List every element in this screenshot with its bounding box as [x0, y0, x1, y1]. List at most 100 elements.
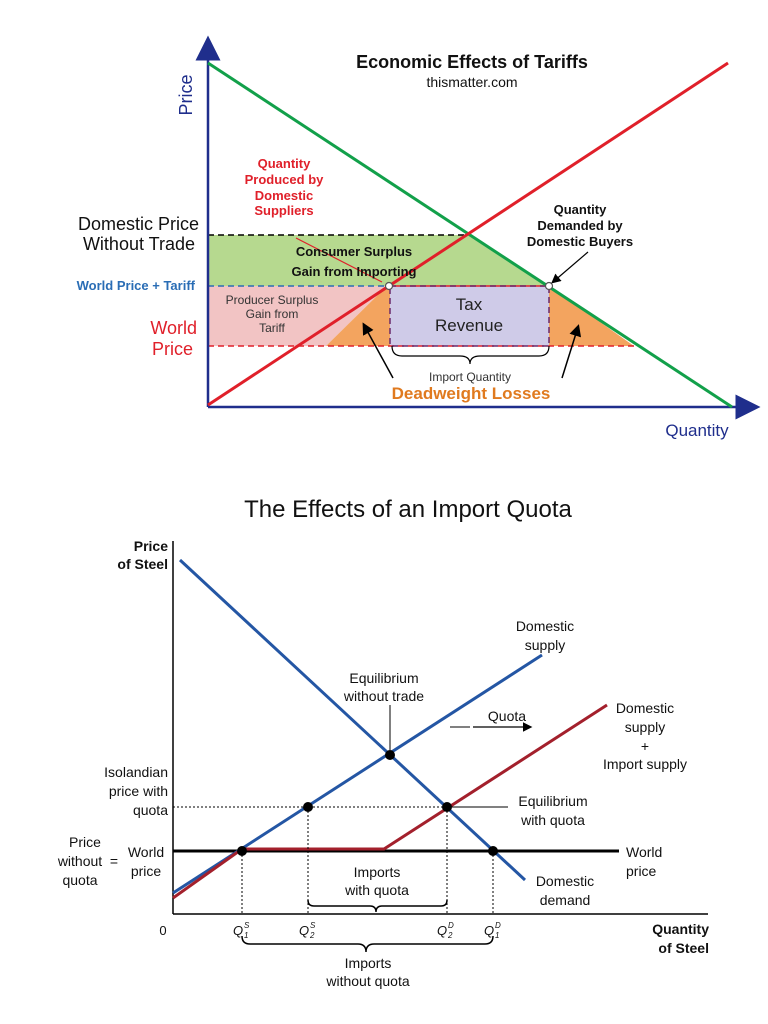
- svg-text:without quota: without quota: [325, 973, 409, 989]
- svg-text:Tax: Tax: [456, 295, 483, 314]
- svg-text:Gain from: Gain from: [246, 307, 299, 321]
- producer-surplus-area: [208, 286, 387, 346]
- svg-text:of Steel: of Steel: [117, 556, 168, 572]
- domestic-demand-label: Domestic demand: [536, 873, 594, 908]
- svg-text:Produced by: Produced by: [245, 172, 325, 187]
- eq-with-quota-label: Equilibrium with quota: [518, 793, 587, 828]
- svg-text:Domestic: Domestic: [516, 618, 574, 634]
- svg-text:Price: Price: [134, 538, 168, 554]
- quota-x-label: Quantity of Steel: [652, 921, 709, 956]
- svg-text:Isolandian: Isolandian: [104, 764, 168, 780]
- svg-text:Q: Q: [299, 923, 309, 938]
- svg-text:Q: Q: [233, 923, 243, 938]
- qty-domestic-suppliers-label: Quantity Produced by Domestic Suppliers: [245, 156, 325, 218]
- svg-text:1: 1: [495, 931, 499, 940]
- svg-text:Quantity: Quantity: [554, 202, 607, 217]
- q1d-label: Q D 1: [484, 921, 501, 940]
- imports-with-quota-label: Imports with quota: [344, 864, 409, 898]
- quota-diagram: The Effects of an Import Quota: [57, 496, 709, 989]
- svg-text:price: price: [626, 863, 657, 879]
- q2s-label: Q S 2: [299, 921, 316, 940]
- svg-text:S: S: [310, 921, 316, 930]
- svg-text:Domestic Buyers: Domestic Buyers: [527, 234, 633, 249]
- quota-label: Quota: [488, 708, 526, 724]
- svg-text:S: S: [244, 921, 250, 930]
- svg-text:Q: Q: [484, 923, 494, 938]
- eq-without-trade-label: Equilibrium without trade: [343, 670, 424, 704]
- svg-text:Revenue: Revenue: [435, 316, 503, 335]
- supply-curve: [207, 61, 729, 407]
- import-quantity-label: Import Quantity: [429, 370, 511, 384]
- tax-revenue-area: [390, 286, 549, 346]
- world-price-right-label: World price: [626, 844, 662, 879]
- quota-y-label: Price of Steel: [117, 538, 168, 572]
- svg-text:Demanded by: Demanded by: [537, 218, 623, 233]
- domestic-demand-curve: [178, 558, 527, 882]
- qty-domestic-buyers-label: Quantity Demanded by Domestic Buyers: [527, 202, 633, 249]
- svg-text:2: 2: [309, 931, 315, 940]
- deadweight-losses-label: Deadweight Losses: [392, 384, 551, 403]
- svg-text:supply: supply: [625, 719, 665, 735]
- svg-text:price with: price with: [109, 783, 168, 799]
- svg-text:Price: Price: [69, 834, 101, 850]
- origin-label: 0: [159, 923, 166, 938]
- svg-text:Imports: Imports: [354, 864, 401, 880]
- svg-text:2: 2: [447, 931, 453, 940]
- domestic-import-supply-label: Domestic supply + Import supply: [603, 700, 687, 772]
- svg-text:of Steel: of Steel: [658, 940, 709, 956]
- consumer-surplus-area: [208, 235, 547, 286]
- svg-text:Equilibrium: Equilibrium: [349, 670, 418, 686]
- svg-text:with quota: with quota: [344, 882, 409, 898]
- world-price-label-1: World: [150, 318, 197, 338]
- svg-text:without: without: [57, 853, 102, 869]
- equals-sign: =: [110, 853, 118, 869]
- svg-text:D: D: [448, 921, 454, 930]
- tariff-y-label: Price: [176, 74, 196, 115]
- consumer-surplus-label: Consumer Surplus Gain from Importing: [292, 244, 417, 279]
- svg-text:+: +: [641, 738, 649, 754]
- svg-text:quota: quota: [62, 872, 97, 888]
- svg-text:with quota: with quota: [520, 812, 585, 828]
- svg-text:demand: demand: [540, 892, 591, 908]
- tax-revenue-label: Tax Revenue: [435, 295, 503, 335]
- svg-text:Equilibrium: Equilibrium: [518, 793, 587, 809]
- svg-text:Tariff: Tariff: [259, 321, 285, 335]
- world-price-left-label: World price: [128, 844, 164, 879]
- demand-curve: [207, 61, 733, 409]
- svg-text:supply: supply: [525, 637, 565, 653]
- svg-text:Producer Surplus: Producer Surplus: [226, 293, 319, 307]
- without-trade-label: Without Trade: [83, 234, 195, 254]
- domestic-plus-import-supply-curve: [172, 703, 608, 900]
- q1s-label: Q S 1: [233, 921, 250, 940]
- imports-without-quota-label: Imports without quota: [325, 955, 409, 989]
- svg-text:D: D: [495, 921, 501, 930]
- svg-text:Domestic: Domestic: [536, 873, 594, 889]
- svg-text:Suppliers: Suppliers: [254, 203, 313, 218]
- world-price-tariff-label: World Price + Tariff: [77, 278, 196, 293]
- isolandian-price-label: Isolandian price with quota: [104, 764, 168, 818]
- producer-surplus-label: Producer Surplus Gain from Tariff: [226, 293, 319, 335]
- svg-text:World: World: [626, 844, 662, 860]
- price-without-quota-label: Price without quota: [57, 834, 102, 888]
- svg-text:Q: Q: [437, 923, 447, 938]
- world-price-label-2: Price: [152, 339, 193, 359]
- svg-text:1: 1: [244, 931, 248, 940]
- tariff-x-label: Quantity: [665, 421, 729, 440]
- q2d-label: Q D 2: [437, 921, 454, 940]
- svg-text:Domestic: Domestic: [255, 188, 314, 203]
- svg-text:Consumer Surplus: Consumer Surplus: [296, 244, 412, 259]
- tariff-source: thismatter.com: [426, 74, 517, 90]
- svg-text:Import supply: Import supply: [603, 756, 687, 772]
- svg-text:price: price: [131, 863, 162, 879]
- svg-text:Domestic: Domestic: [616, 700, 674, 716]
- svg-text:quota: quota: [133, 802, 168, 818]
- domestic-price-label: Domestic Price: [78, 214, 199, 234]
- tariff-title: Economic Effects of Tariffs: [356, 52, 588, 72]
- domestic-supply-label: Domestic supply: [516, 618, 574, 653]
- svg-text:Quantity: Quantity: [258, 156, 311, 171]
- tariff-diagram: Economic Effects of Tariffs thismatter.c…: [77, 35, 761, 440]
- deadweight-left-area: [326, 286, 390, 346]
- svg-text:without trade: without trade: [343, 688, 424, 704]
- quota-title: The Effects of an Import Quota: [244, 496, 572, 523]
